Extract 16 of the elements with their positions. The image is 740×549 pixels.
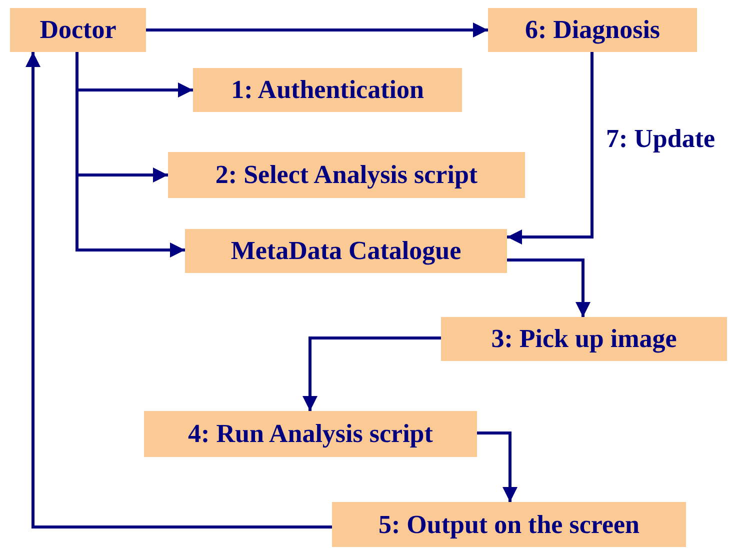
- arrow: [146, 22, 488, 38]
- process-box: 4: Run Analysis script: [144, 411, 477, 457]
- arrow: [76, 52, 185, 258]
- arrow: [477, 432, 518, 502]
- process-box: 5: Output on the screen: [332, 502, 686, 547]
- edge-label: 7: Update: [606, 126, 716, 152]
- process-box: 2: Select Analysis script: [168, 152, 525, 198]
- process-box: 6: Diagnosis: [488, 8, 697, 52]
- process-box: 3: Pick up image: [441, 317, 727, 361]
- arrow: [507, 258, 590, 317]
- process-box: 1: Authentication: [193, 68, 462, 112]
- arrow: [302, 336, 441, 411]
- process-box: Doctor: [10, 8, 146, 52]
- process-box: MetaData Catalogue: [185, 229, 507, 273]
- arrow: [507, 52, 594, 244]
- arrow: [26, 52, 332, 528]
